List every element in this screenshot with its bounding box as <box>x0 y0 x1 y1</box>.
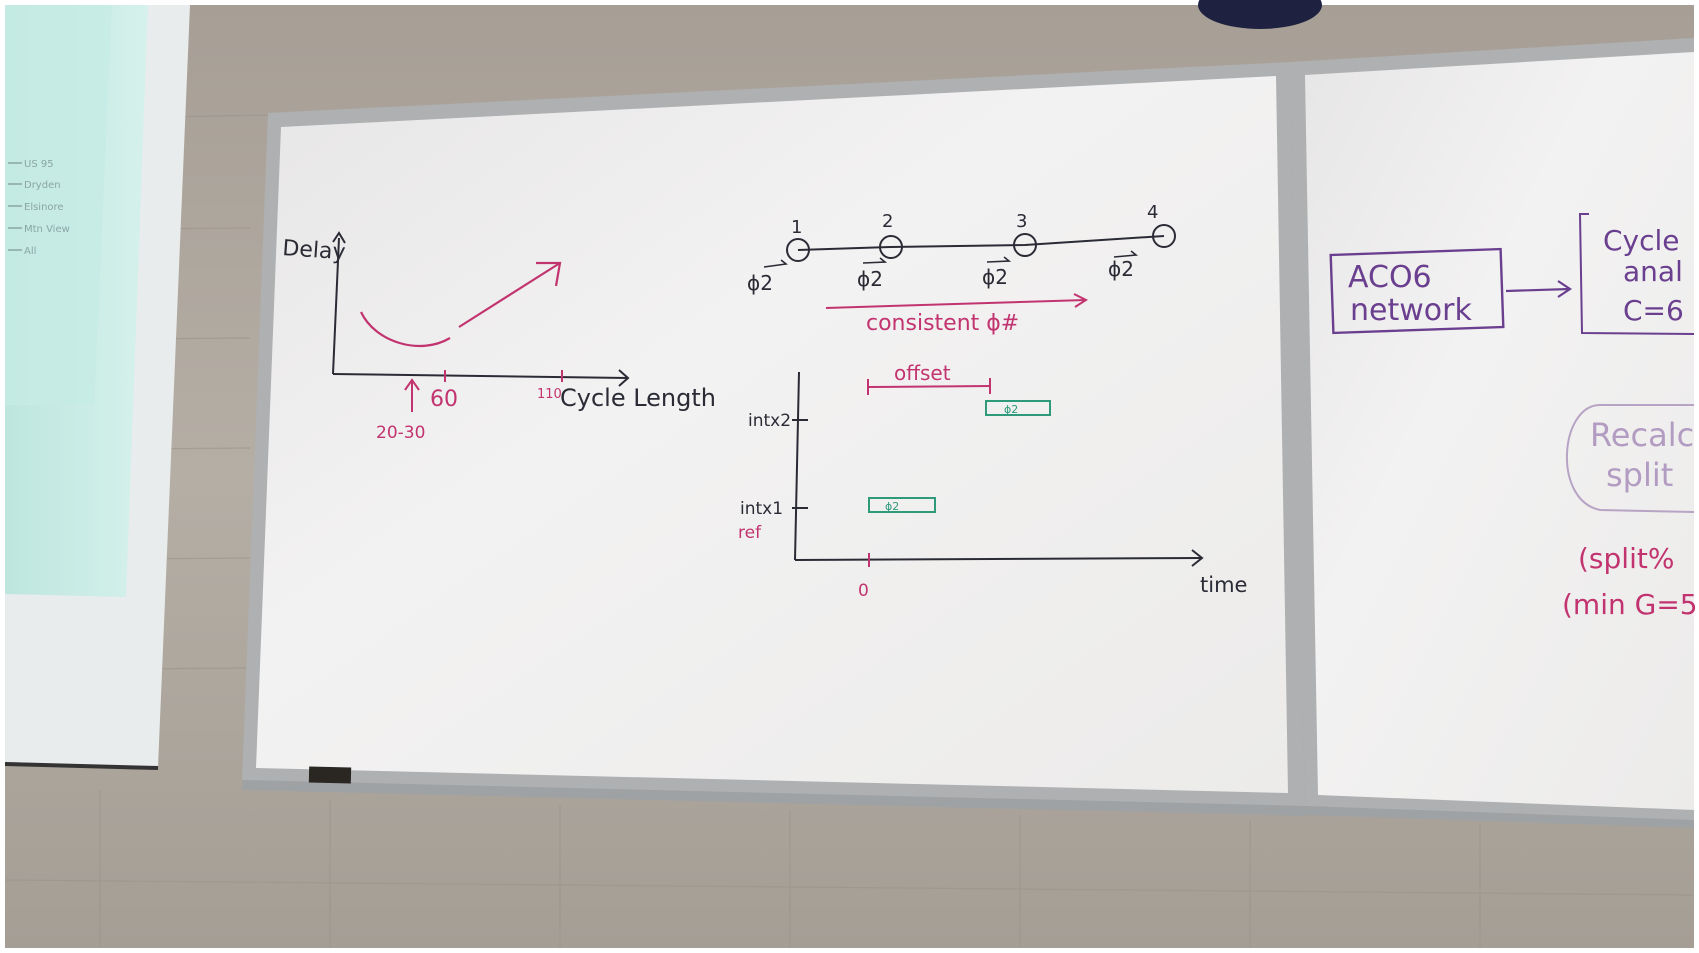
node-number-4: 4 <box>1147 202 1158 223</box>
projector-screen: US 95 Dryden Elsinore Mtn View All <box>4 5 190 770</box>
cycle-line-1: Cycle <box>1603 224 1680 257</box>
tick-60-label: 60 <box>430 387 458 412</box>
legend-item-3: Elsinore <box>24 202 64 213</box>
tick-110-label: 110 <box>537 387 562 402</box>
cycle-line-2: anal <box>1623 255 1683 288</box>
delay-cycle-sketch: Delay 60 110 Cycle Length 20-30 <box>282 231 716 443</box>
time-axis-label: time <box>1200 573 1247 597</box>
legend-item-1: US 95 <box>24 159 54 170</box>
wall-clock <box>1198 0 1322 29</box>
range-note: 20-30 <box>376 423 425 443</box>
node-number-3: 3 <box>1016 211 1027 232</box>
intersection-2-axis-label: intx2 <box>748 411 791 431</box>
node-number-2: 2 <box>882 211 893 232</box>
node-number-1: 1 <box>791 217 802 238</box>
cycle-analysis-box <box>1578 213 1695 335</box>
corridor-diagram: 1 2 3 4 ϕ2 ϕ2 ϕ2 ϕ2 consistent ϕ# <box>747 202 1176 336</box>
phase-label-1: ϕ2 <box>747 271 773 295</box>
intersection-2 <box>879 235 903 259</box>
phase-label-4: ϕ2 <box>1108 257 1134 281</box>
phase-label-3: ϕ2 <box>982 265 1008 289</box>
legend-item-4: Mtn View <box>24 224 70 235</box>
phase-box-intersection-1 <box>868 497 936 513</box>
intersection-1-axis-label: intx1 <box>740 499 783 519</box>
min-green-formula: (min G=5 <box>1562 588 1698 621</box>
network-subtitle: network <box>1350 293 1472 328</box>
recalc-line-2: split <box>1606 456 1673 494</box>
intersection-1 <box>786 238 810 262</box>
delay-axis-label: Delay <box>282 236 347 265</box>
network-title: ACO6 <box>1348 260 1432 295</box>
time-space-diagram: offset ϕ2 ϕ2 intx2 intx1 ref 0 time <box>738 361 1247 601</box>
board-eraser <box>308 766 352 784</box>
phase-box-intersection-2 <box>985 400 1051 416</box>
reference-label: ref <box>738 523 762 543</box>
time-zero-label: 0 <box>858 581 869 601</box>
offset-label: offset <box>894 361 951 385</box>
phase-label-2: ϕ2 <box>857 267 883 291</box>
intersection-4 <box>1152 224 1176 248</box>
recalc-line-1: Recalc <box>1590 416 1694 454</box>
cycle-length-label: Cycle Length <box>560 384 716 412</box>
cycle-line-3: C=6 <box>1623 294 1684 327</box>
phase-box-bottom-label: ϕ2 <box>885 500 899 513</box>
right-whiteboard <box>1290 38 1694 828</box>
right-board-notes: ACO6 network Cycle anal C=6 Recalc split… <box>1329 213 1698 621</box>
legend-item-5: All <box>24 246 36 257</box>
intersection-3 <box>1013 233 1037 257</box>
legend-item-2: Dryden <box>24 180 61 191</box>
network-box <box>1329 247 1505 335</box>
consistent-phase-label: consistent ϕ# <box>866 311 1019 336</box>
split-formula: (split% <box>1578 542 1674 575</box>
phase-box-top-label: ϕ2 <box>1004 403 1018 416</box>
recalc-bubble <box>1566 404 1695 513</box>
